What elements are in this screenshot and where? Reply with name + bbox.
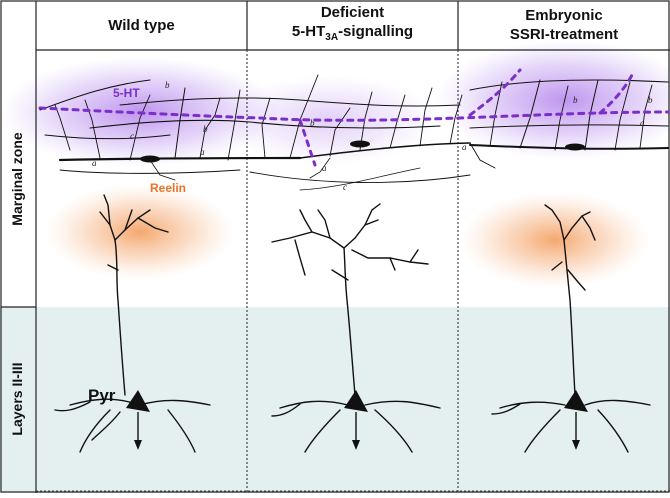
axon-letter-group: a b c a b a b a b c a b bbox=[92, 80, 653, 192]
axon-letter: c bbox=[130, 131, 134, 141]
axon-letter: a bbox=[462, 142, 467, 152]
column-header-subscript: 3A bbox=[325, 32, 339, 43]
axon-letter: c bbox=[343, 182, 347, 192]
column-header-deficient: Deficient 5-HT3A-signalling bbox=[247, 0, 458, 50]
reelin-label: Reelin bbox=[150, 181, 187, 195]
column-header-wild-type: Wild type bbox=[36, 0, 247, 50]
cr-cell-body-2 bbox=[350, 140, 370, 148]
row-label-marginal-zone: Marginal zone bbox=[9, 132, 25, 226]
cr-cell-body-1 bbox=[140, 155, 160, 163]
column-header-text: -signalling bbox=[338, 23, 414, 40]
axon-arrow-ssri bbox=[572, 440, 580, 450]
column-header-line: Deficient bbox=[320, 4, 385, 21]
axon-arrow-wt bbox=[134, 440, 142, 450]
reelin-glow-ssri bbox=[460, 192, 650, 288]
soma-wt bbox=[126, 390, 150, 412]
column-header-ssri: Embryonic SSRI-treatment bbox=[458, 0, 670, 50]
column-header-line: 5-HT3A-signalling bbox=[292, 22, 413, 47]
axon-letter: b bbox=[165, 80, 170, 90]
column-header-text: 5-HT bbox=[291, 23, 326, 40]
column-header-line: Embryonic bbox=[525, 7, 603, 24]
axon-letter: a bbox=[200, 147, 205, 157]
column-header-line: Wild type bbox=[108, 16, 175, 34]
axon-letter: b bbox=[573, 95, 578, 105]
soma-def bbox=[344, 390, 368, 412]
axon-letter: b bbox=[310, 118, 315, 128]
axon-letter: a bbox=[322, 163, 327, 173]
serotonin-glow-ssri bbox=[435, 40, 670, 160]
cr-cell-body-3 bbox=[565, 143, 585, 151]
soma-ssri bbox=[564, 390, 588, 412]
row-label-layers: Layers II-III bbox=[9, 362, 25, 436]
axon-letter: b bbox=[648, 95, 653, 105]
pyramidal-neuron-ssri bbox=[491, 204, 651, 453]
pyramidal-neuron-def bbox=[271, 203, 441, 453]
axon-letter: b bbox=[203, 124, 208, 134]
serotonin-label: 5-HT bbox=[113, 86, 140, 100]
reelin-glow-wt bbox=[45, 184, 235, 280]
axon-letter: a bbox=[92, 158, 97, 168]
axon-arrow-def bbox=[352, 440, 360, 450]
axon-letter: a bbox=[640, 118, 645, 128]
pyramidal-label: Pyr bbox=[88, 386, 116, 405]
column-header-line: SSRI-treatment bbox=[509, 26, 619, 43]
serotonin-fiber bbox=[38, 68, 670, 167]
